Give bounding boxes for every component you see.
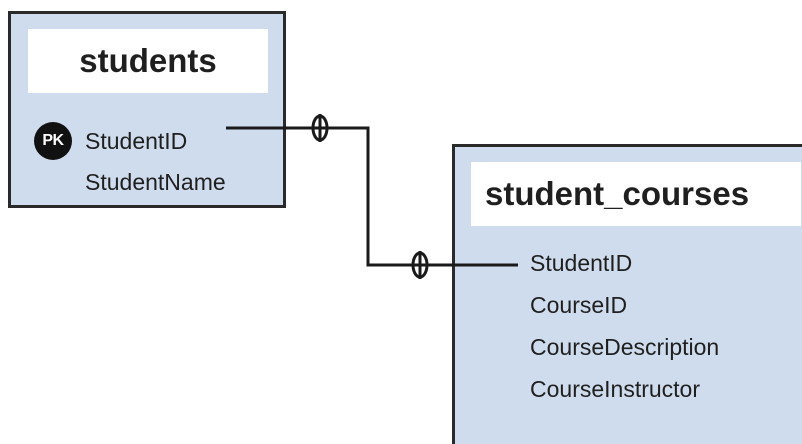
primary-key-badge: PK — [34, 122, 72, 160]
student-courses-table: student_courses StudentID CourseID Cours… — [452, 144, 802, 444]
cardinality-zero-students — [311, 114, 329, 142]
students-table: students PK StudentID StudentName — [8, 11, 286, 208]
students-table-title: students — [28, 29, 268, 93]
student-courses-field-coursedescription: CourseDescription — [530, 334, 720, 360]
students-field-studentname: StudentName — [85, 169, 226, 195]
student-courses-field-courseid: CourseID — [530, 292, 628, 318]
student-courses-field-courseinstructor: CourseInstructor — [530, 376, 701, 402]
student-courses-table-title: student_courses — [471, 162, 801, 226]
student-courses-field-studentid: StudentID — [530, 250, 633, 276]
cardinality-zero-courses — [411, 251, 429, 279]
students-field-studentid: StudentID — [85, 128, 188, 154]
